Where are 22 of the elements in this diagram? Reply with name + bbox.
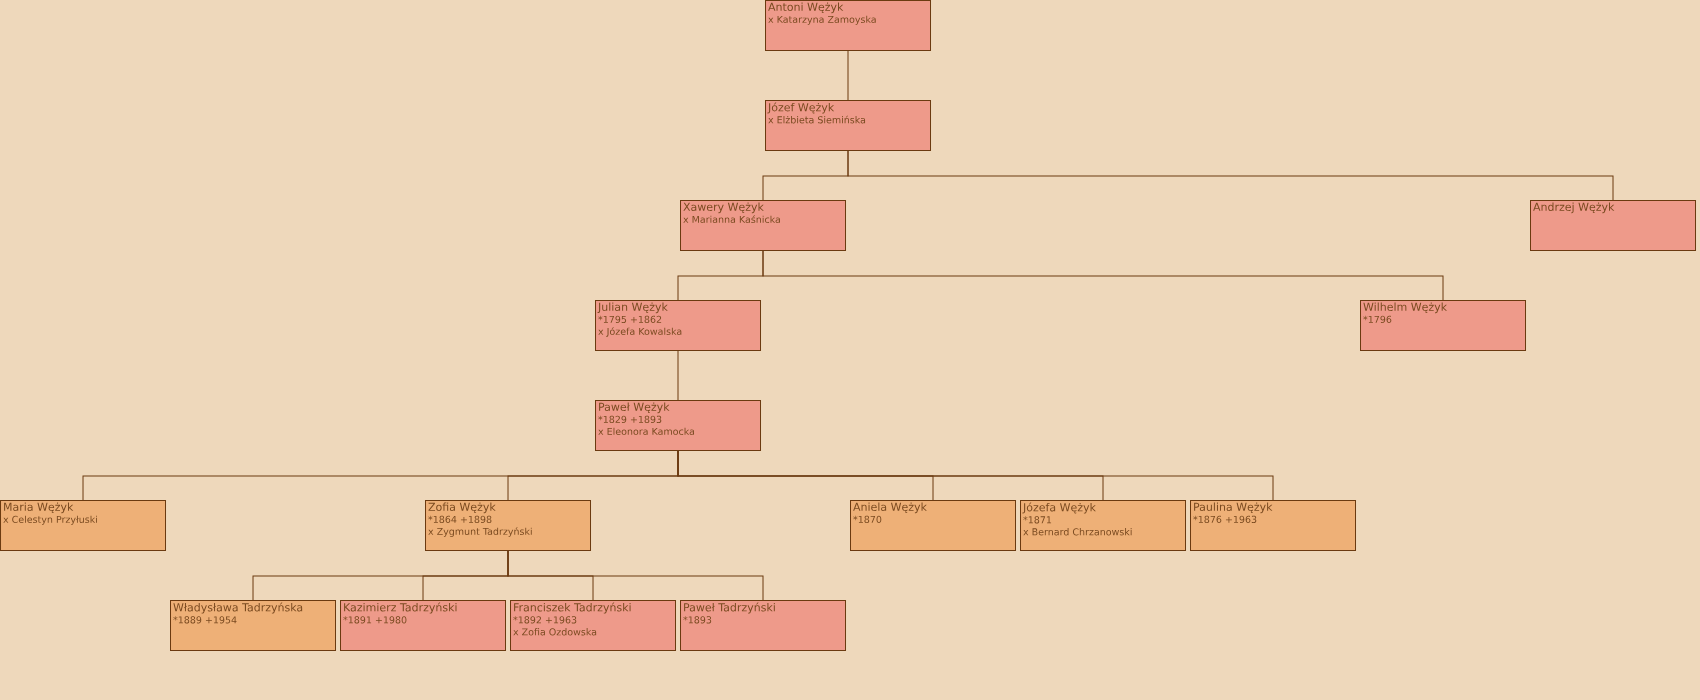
person-box: Kazimierz Tadrzyński *1891 +1980: [340, 600, 506, 651]
person-box: Maria Wężyk x Celestyn Przyłuski: [0, 500, 166, 551]
person-box: Antoni Wężyk x Katarzyna Zamoyska: [765, 0, 931, 51]
person-box: Józefa Wężyk *1871 x Bernard Chrzanowski: [1020, 500, 1186, 551]
connector-line: [847, 150, 1614, 201]
connector-line: [677, 350, 679, 401]
person-box: Julian Wężyk *1795 +1862 x Józefa Kowalska: [595, 300, 761, 351]
person-box: Wilhelm Wężyk *1796: [1360, 300, 1526, 351]
person-box: Zofia Wężyk *1864 +1898 x Zygmunt Tadrzyński: [425, 500, 591, 551]
person-box: Józef Wężyk x Elżbieta Siemińska: [765, 100, 931, 151]
person-box: Władysława Tadrzyńska *1889 +1954: [170, 600, 336, 651]
connector-line: [677, 450, 1274, 501]
person-box: Xawery Wężyk x Marianna Kaśnicka: [680, 200, 846, 251]
person-box: Paulina Wężyk *1876 +1963: [1190, 500, 1356, 551]
person-box: Andrzej Wężyk: [1530, 200, 1696, 251]
person-box: Franciszek Tadrzyński *1892 +1963 x Zofia Ozdowska: [510, 600, 676, 651]
person-box: Aniela Wężyk *1870: [850, 500, 1016, 551]
connector-line: [762, 250, 1444, 301]
connector-line: [847, 50, 849, 101]
person-box: Paweł Tadrzyński *1893: [680, 600, 846, 651]
person-box: Paweł Wężyk *1829 +1893 x Eleonora Kamocka: [595, 400, 761, 451]
connector-line: [507, 550, 764, 601]
